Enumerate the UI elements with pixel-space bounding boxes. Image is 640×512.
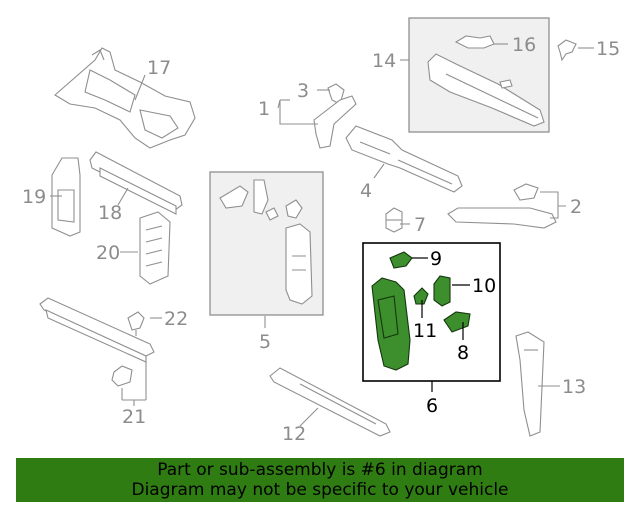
part-20-drawing[interactable] — [139, 211, 171, 285]
callout-13[interactable]: 13 — [562, 376, 586, 398]
callout-18[interactable]: 18 — [98, 202, 122, 224]
part-7-drawing[interactable] — [385, 207, 403, 233]
callout-1[interactable]: 1 — [258, 98, 270, 120]
callout-7[interactable]: 7 — [414, 214, 426, 236]
callout-2[interactable]: 2 — [570, 196, 582, 218]
callout-12[interactable]: 12 — [282, 423, 306, 445]
part-19-drawing[interactable] — [51, 157, 81, 237]
callout-14[interactable]: 14 — [372, 50, 396, 72]
part-9-drawing[interactable] — [389, 251, 413, 269]
part-13-drawing[interactable] — [515, 331, 545, 437]
callout-10[interactable]: 10 — [472, 275, 496, 297]
info-banner: Part or sub-assembly is #6 in diagram Di… — [16, 458, 624, 502]
callout-11[interactable]: 11 — [413, 320, 437, 342]
callout-15[interactable]: 15 — [596, 38, 620, 60]
callout-20[interactable]: 20 — [96, 242, 120, 264]
part-17-drawing[interactable] — [54, 47, 196, 149]
part-12-drawing[interactable] — [269, 367, 391, 437]
callout-22[interactable]: 22 — [164, 308, 188, 330]
callout-19[interactable]: 19 — [22, 186, 46, 208]
part-11-drawing[interactable] — [413, 287, 429, 305]
part-4-drawing[interactable] — [345, 125, 463, 193]
callout-17[interactable]: 17 — [147, 57, 171, 79]
part-21-drawing[interactable] — [39, 297, 155, 387]
part-22-drawing[interactable] — [127, 311, 145, 336]
banner-line-1: Part or sub-assembly is #6 in diagram — [157, 460, 483, 480]
parts-diagram: 17 3 1 14 16 15 19 18 20 22 21 5 4 7 2 1… — [22, 17, 620, 445]
callout-3[interactable]: 3 — [297, 80, 309, 102]
callout-21[interactable]: 21 — [122, 406, 146, 428]
part-15-drawing[interactable] — [557, 39, 577, 62]
callout-16[interactable]: 16 — [512, 34, 536, 56]
callout-4[interactable]: 4 — [360, 180, 372, 202]
leader-lines — [50, 43, 594, 427]
part-16-drawing[interactable] — [454, 35, 495, 49]
callout-5[interactable]: 5 — [259, 331, 271, 353]
part-18-drawing[interactable] — [89, 151, 183, 215]
part-14-drawing[interactable] — [427, 53, 545, 127]
part-10-drawing[interactable] — [433, 275, 451, 307]
part-5-drawing[interactable] — [219, 179, 313, 305]
callout-9[interactable]: 9 — [430, 248, 442, 270]
part-2-drawing[interactable] — [447, 183, 557, 229]
part-3-drawing[interactable] — [327, 83, 345, 105]
part-6-drawing[interactable] — [371, 277, 411, 371]
callout-8[interactable]: 8 — [457, 342, 469, 364]
callout-6[interactable]: 6 — [426, 395, 438, 417]
part-1-drawing[interactable] — [313, 95, 357, 149]
banner-line-2: Diagram may not be specific to your vehi… — [131, 480, 509, 500]
